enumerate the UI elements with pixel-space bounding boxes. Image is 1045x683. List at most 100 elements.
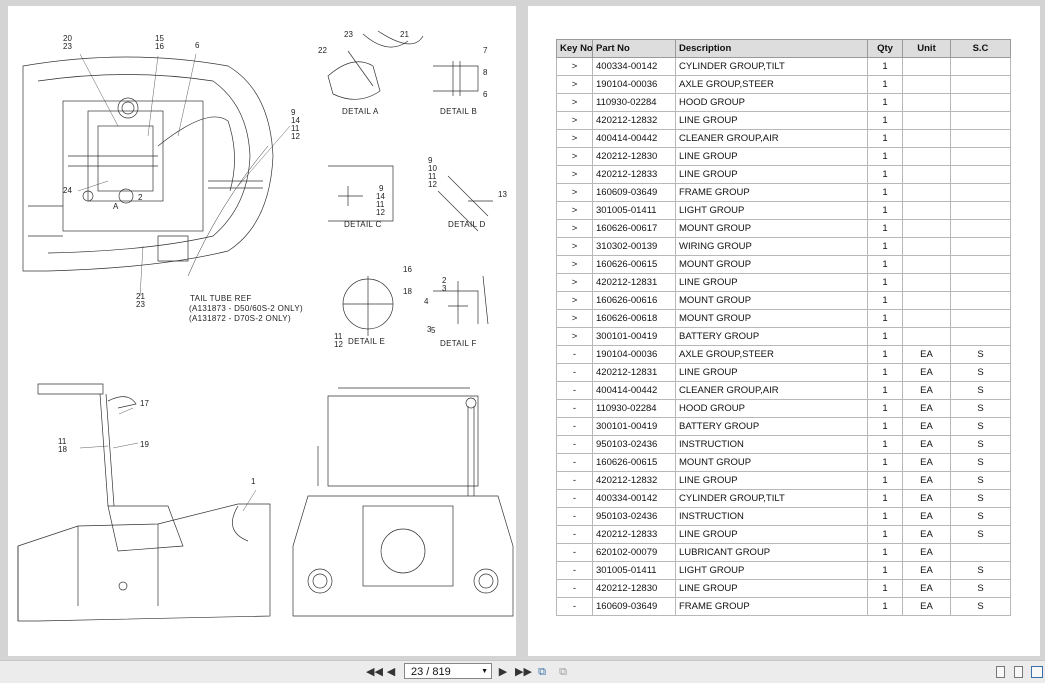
cell-description: MOUNT GROUP: [675, 309, 868, 328]
cell-qty: 1: [867, 561, 903, 580]
cell-qty: 1: [867, 489, 903, 508]
cell-description: MOUNT GROUP: [675, 255, 868, 274]
cell-description: LINE GROUP: [675, 165, 868, 184]
cell-qty: 1: [867, 453, 903, 472]
first-page-icon[interactable]: ◀◀: [366, 666, 383, 678]
next-page-icon[interactable]: ▶: [498, 666, 508, 678]
cell-key-no: -: [556, 363, 593, 382]
cell-key-no: -: [556, 435, 593, 454]
cell-description: CLEANER GROUP,AIR: [675, 381, 868, 400]
cell-unit: [902, 75, 951, 94]
cell-qty: 1: [867, 93, 903, 112]
callout-number: 12: [291, 132, 300, 141]
cell-description: HOOD GROUP: [675, 93, 868, 112]
cell-sc: S: [950, 507, 1011, 526]
callout-number: 11: [376, 200, 385, 209]
cell-qty: 1: [867, 111, 903, 130]
cell-part-no: 420212-12830: [592, 579, 676, 598]
single-page-view-icon[interactable]: [996, 666, 1005, 678]
cell-qty: 1: [867, 237, 903, 256]
page-number-field[interactable]: 23 / 819 ▼: [404, 663, 492, 679]
cell-unit: EA: [902, 471, 951, 490]
cell-part-no: 400334-00142: [592, 57, 676, 76]
cell-sc: S: [950, 417, 1011, 436]
cell-part-no: 301005-01411: [592, 561, 676, 580]
cell-description: LIGHT GROUP: [675, 201, 868, 220]
cell-qty: 1: [867, 417, 903, 436]
cell-part-no: 950103-02436: [592, 507, 676, 526]
cell-sc: [950, 57, 1011, 76]
cell-key-no: >: [556, 57, 593, 76]
prev-page-icon[interactable]: ◀: [386, 666, 396, 678]
col-key-no: Key No: [556, 39, 593, 58]
cell-unit: [902, 237, 951, 256]
cell-qty: 1: [867, 147, 903, 166]
cell-part-no: 310302-00139: [592, 237, 676, 256]
cell-key-no: >: [556, 201, 593, 220]
cell-part-no: 160626-00615: [592, 255, 676, 274]
cell-unit: [902, 273, 951, 292]
cell-description: HOOD GROUP: [675, 399, 868, 418]
cell-description: LUBRICANT GROUP: [675, 543, 868, 562]
cell-qty: 1: [867, 399, 903, 418]
cell-unit: [902, 201, 951, 220]
last-page-icon[interactable]: ▶▶: [515, 666, 532, 678]
cell-unit: [902, 165, 951, 184]
cell-sc: S: [950, 381, 1011, 400]
callout-number: 13: [498, 190, 507, 199]
two-page-view-icon[interactable]: [1031, 666, 1043, 678]
callout-number: A: [113, 202, 119, 211]
chevron-down-icon[interactable]: ▼: [481, 668, 488, 675]
fit-page-icon[interactable]: ⧉: [538, 666, 546, 678]
callout-number: 19: [140, 440, 149, 449]
cell-unit: [902, 327, 951, 346]
callout-number: 23: [344, 30, 353, 39]
callout-number: 16: [155, 42, 164, 51]
cell-key-no: -: [556, 453, 593, 472]
fit-width-icon[interactable]: ⧉: [559, 666, 567, 678]
continuous-view-icon[interactable]: [1014, 666, 1023, 678]
cell-key-no: >: [556, 255, 593, 274]
cell-key-no: -: [556, 561, 593, 580]
cell-part-no: 160609-03649: [592, 597, 676, 616]
cell-unit: [902, 111, 951, 130]
cell-unit: [902, 291, 951, 310]
cell-description: LIGHT GROUP: [675, 561, 868, 580]
callout-number: 21: [400, 30, 409, 39]
cell-description: CYLINDER GROUP,TILT: [675, 489, 868, 508]
cell-qty: 1: [867, 129, 903, 148]
viewer-toolbar: ◀◀ ◀ 23 / 819 ▼ ▶ ▶▶ ⧉ ⧉: [0, 660, 1045, 683]
callout-number: 3: [442, 284, 447, 293]
